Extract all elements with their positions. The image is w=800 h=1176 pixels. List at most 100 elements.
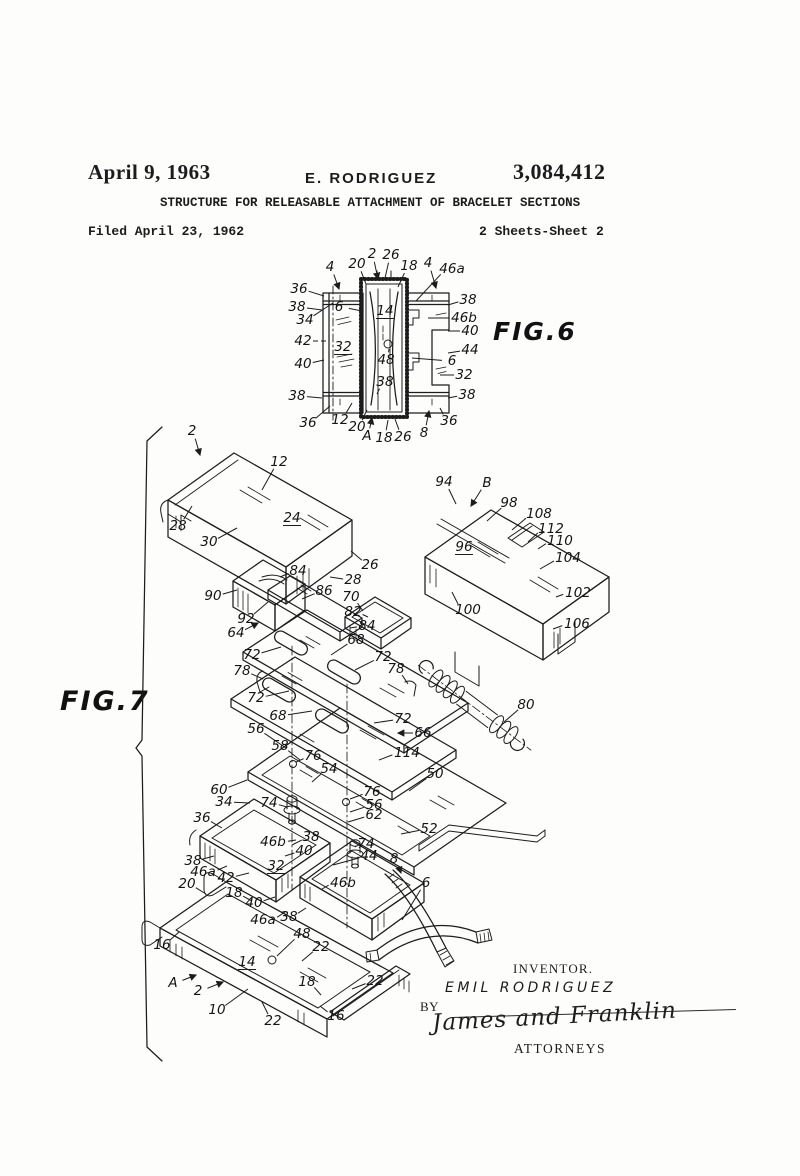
- leader-line: [306, 396, 323, 399]
- part-callout: 112: [538, 521, 564, 537]
- part-callout: 38: [376, 374, 393, 390]
- part-callout: 20: [178, 876, 195, 892]
- leader-line: [315, 405, 331, 419]
- leader-line: [448, 488, 457, 505]
- part-callout: 68: [269, 708, 286, 724]
- part-callout: 46b: [451, 310, 477, 326]
- part-callout: 84: [358, 618, 375, 634]
- leader-line: [313, 987, 322, 996]
- part-callout: 94: [435, 474, 452, 490]
- part-callout: 54: [320, 761, 337, 777]
- leader-line: [511, 517, 527, 531]
- part-callout: 96: [455, 539, 472, 555]
- leader-line: [202, 855, 215, 860]
- leader-line: [253, 601, 269, 615]
- part-callout: 10: [208, 1002, 225, 1018]
- part-callout: 8: [390, 851, 399, 867]
- leader-line: [360, 271, 367, 285]
- leader-line: [330, 643, 348, 656]
- leader-line: [503, 709, 519, 723]
- part-callout: 38: [288, 299, 305, 315]
- leader-line: [225, 988, 249, 1006]
- part-callout: 46a: [250, 912, 275, 928]
- leader-line: [439, 407, 444, 415]
- part-callout: 90: [204, 588, 221, 604]
- part-callout: 78: [233, 663, 250, 679]
- leader-line: [350, 550, 363, 561]
- leader-line: [552, 625, 563, 630]
- part-callout: 4: [326, 259, 335, 275]
- leader-line: [397, 272, 405, 288]
- part-callout: 18: [375, 430, 392, 446]
- part-callout: 26: [361, 557, 378, 573]
- leader-line: [301, 593, 315, 600]
- part-callout: 26: [382, 247, 399, 263]
- part-callout: 66: [414, 725, 431, 741]
- part-callout: 2: [188, 423, 197, 439]
- leader-line: [372, 261, 381, 281]
- part-callout: 32: [334, 339, 351, 355]
- leader-line: [251, 673, 264, 680]
- part-callout: 40: [295, 843, 312, 859]
- leader-line: [295, 758, 304, 763]
- leader-line: [217, 527, 238, 539]
- leader-line: [366, 416, 375, 429]
- leader-line: [287, 839, 297, 842]
- part-callout: 40: [294, 356, 311, 372]
- leader-line: [555, 593, 564, 598]
- part-callout: 34: [215, 794, 232, 810]
- leader-line: [333, 274, 341, 291]
- part-callout: 62: [365, 807, 382, 823]
- leader-line: [395, 865, 403, 875]
- part-callout: 12: [331, 412, 348, 428]
- part-callout: 36: [193, 810, 210, 826]
- part-callout: 46b: [330, 875, 356, 891]
- leader-line: [297, 907, 307, 914]
- part-callout: 82: [344, 604, 361, 620]
- part-callout: 44: [461, 342, 478, 358]
- part-callout: A: [361, 428, 371, 444]
- leader-line: [233, 801, 251, 804]
- leader-line: [401, 674, 409, 685]
- leader-line: [319, 1005, 328, 1013]
- leader-line: [261, 646, 282, 654]
- leader-line: [347, 816, 365, 823]
- part-callout: 38: [280, 909, 297, 925]
- part-callout: 84: [289, 563, 306, 579]
- leader-line: [278, 804, 288, 808]
- attorneys-label: ATTORNEYS: [514, 1041, 607, 1056]
- part-callout: 72: [243, 647, 260, 663]
- leader-line: [361, 409, 368, 421]
- part-callout: 24: [283, 510, 300, 526]
- leader-line: [261, 1001, 269, 1015]
- leader-line: [194, 438, 202, 457]
- part-callout: 72: [247, 690, 264, 706]
- part-callout: 52: [420, 821, 437, 837]
- part-callout: 18: [298, 974, 315, 990]
- part-callout: 78: [387, 661, 404, 677]
- part-callout: 76: [304, 748, 321, 764]
- part-callout: 64: [227, 625, 244, 641]
- leader-line: [447, 350, 461, 354]
- leader-line: [169, 931, 180, 941]
- leader-line: [376, 388, 380, 395]
- part-callout: 34: [296, 312, 313, 328]
- part-callout: 12: [270, 454, 287, 470]
- part-callout: 46b: [260, 834, 286, 850]
- part-callout: 56: [365, 797, 382, 813]
- leader-line: [210, 821, 223, 829]
- part-callout: 100: [455, 602, 481, 618]
- leader-line: [539, 560, 555, 570]
- filing-date: Filed April 23, 1962: [88, 224, 245, 239]
- leader-line: [276, 911, 286, 918]
- inventor-signature-name: EMIL RODRIGUEZ: [445, 980, 617, 996]
- part-callout: 106: [564, 616, 590, 632]
- leader-line: [470, 489, 482, 507]
- part-callout: 70: [342, 589, 359, 605]
- part-callout: 42: [217, 870, 234, 886]
- part-callout: 38: [458, 387, 475, 403]
- leader-line: [354, 659, 375, 671]
- part-callout: 2: [368, 246, 377, 262]
- part-callout: 46a: [190, 864, 215, 880]
- leader-line: [306, 307, 323, 311]
